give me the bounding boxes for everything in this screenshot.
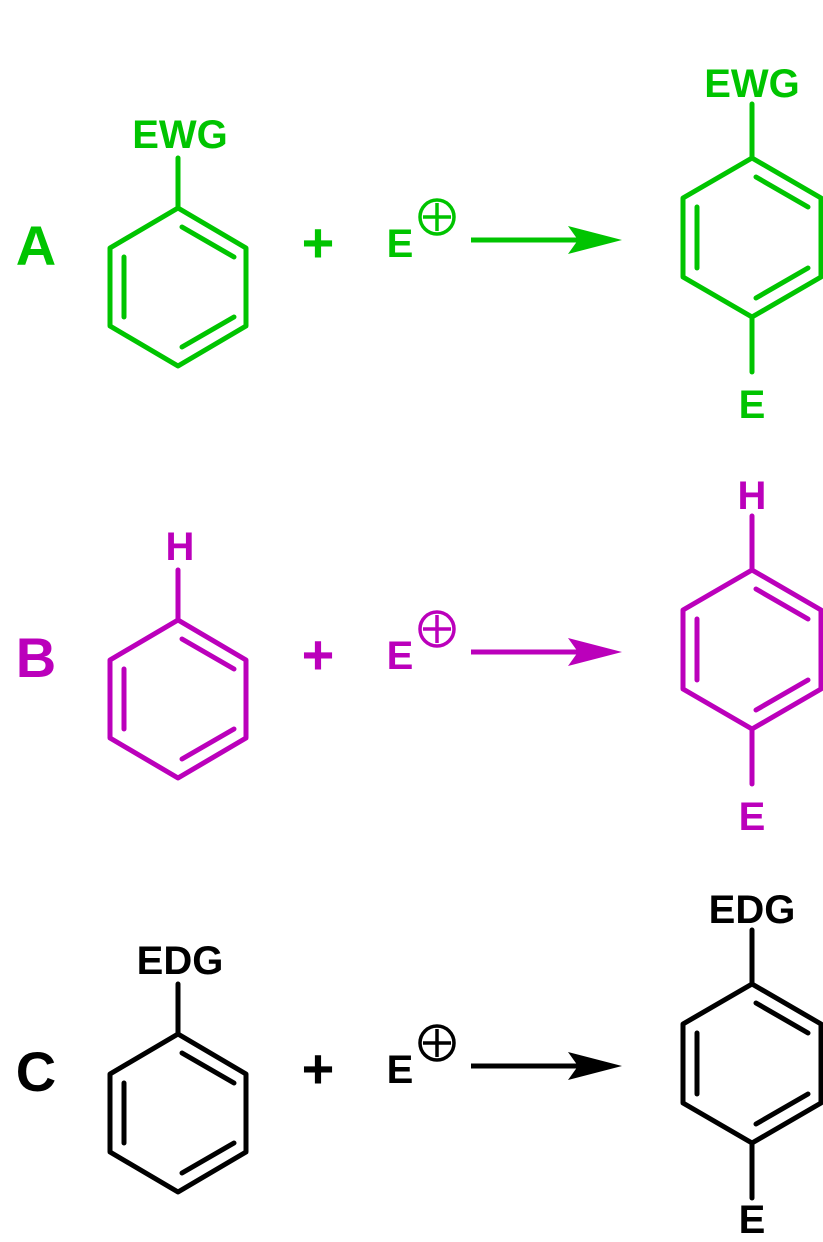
reactant-benzene-ring-b [110,570,246,778]
electrophile-b: E [387,634,414,678]
plus-sign-a: + [302,211,335,274]
positive-charge-icon-b [418,610,456,648]
row-label-a: A [16,214,56,277]
reactant-benzene-ring-c [110,984,246,1192]
product-benzene-ring-a [683,104,821,372]
reaction-row-a: A EWG + E EWG E [16,62,821,427]
product-top-substituent-b: H [738,474,767,518]
reaction-row-c: C EDG + E EDG E [16,888,821,1242]
reactant-benzene-ring-a [110,158,246,366]
electrophile-a: E [387,222,414,266]
plus-sign-b: + [302,623,335,686]
product-bottom-substituent-a: E [739,383,766,427]
positive-charge-icon-a [418,198,456,236]
product-bottom-substituent-c: E [739,1198,766,1242]
product-benzene-ring-b [683,516,821,784]
positive-charge-icon-c [418,1024,456,1062]
reactant-substituent-c: EDG [137,939,224,983]
electrophile-c: E [387,1048,414,1092]
reaction-arrow-b [471,638,622,666]
reactant-substituent-b: H [166,525,195,569]
plus-sign-c: + [302,1037,335,1100]
product-top-substituent-c: EDG [709,888,796,932]
row-label-b: B [16,626,56,689]
product-bottom-substituent-b: E [739,795,766,839]
reactant-substituent-a: EWG [132,113,228,157]
product-benzene-ring-c [683,930,821,1198]
reaction-arrow-a [471,226,622,254]
row-label-c: C [16,1040,56,1103]
reaction-arrow-c [471,1052,622,1080]
product-top-substituent-a: EWG [704,62,800,106]
reaction-row-b: B H + E H E [16,474,821,839]
